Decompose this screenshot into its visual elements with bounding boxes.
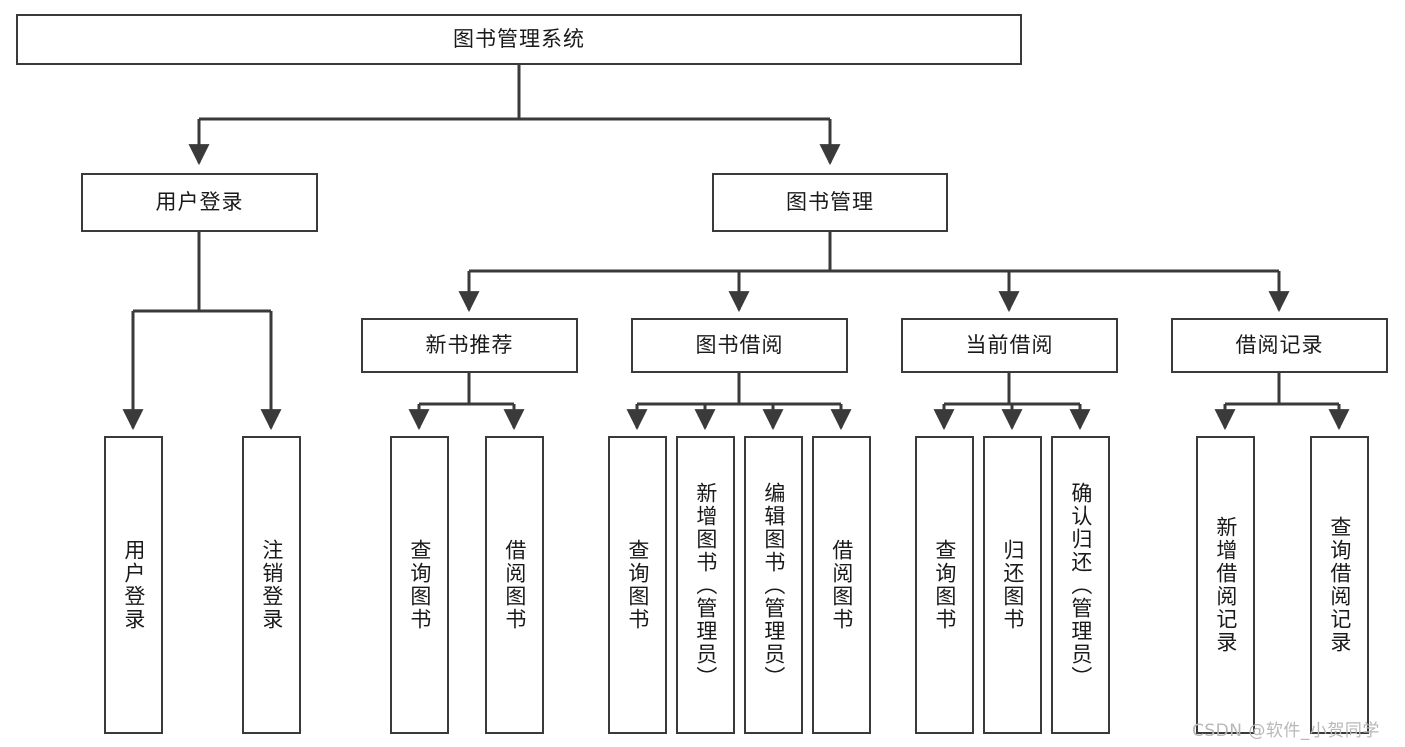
leaf-query-book-2[interactable]: 查询图书: [608, 436, 667, 734]
leaf-add-book-label: 新增图书（管理员）: [693, 481, 718, 689]
node-borrow-record[interactable]: 借阅记录: [1171, 318, 1388, 373]
leaf-borrow-book-2[interactable]: 借阅图书: [812, 436, 871, 734]
leaf-borrow-book-1[interactable]: 借阅图书: [485, 436, 544, 734]
leaf-query-book-1[interactable]: 查询图书: [390, 436, 449, 734]
node-book-borrow-label: 图书借阅: [695, 333, 784, 358]
node-current-borrow-label: 当前借阅: [965, 333, 1054, 358]
node-book-borrow[interactable]: 图书借阅: [631, 318, 848, 373]
node-book-management[interactable]: 图书管理: [712, 173, 948, 232]
node-current-borrow[interactable]: 当前借阅: [901, 318, 1118, 373]
node-new-book-recommend-label: 新书推荐: [425, 333, 514, 358]
leaf-borrow-book-1-label: 借阅图书: [502, 539, 527, 631]
leaf-query-book-1-label: 查询图书: [407, 539, 432, 631]
leaf-return-book-label: 归还图书: [1000, 539, 1025, 631]
leaf-query-book-3-label: 查询图书: [932, 539, 957, 631]
leaf-edit-book[interactable]: 编辑图书（管理员）: [744, 436, 803, 734]
node-user-login-label: 用户登录: [155, 190, 244, 215]
leaf-borrow-book-2-label: 借阅图书: [829, 539, 854, 631]
leaf-query-book-3[interactable]: 查询图书: [915, 436, 974, 734]
leaf-user-login-label: 用户登录: [121, 539, 146, 631]
node-book-management-label: 图书管理: [786, 190, 874, 215]
leaf-query-book-2-label: 查询图书: [625, 539, 650, 631]
leaf-user-logout-label: 注销登录: [259, 539, 284, 631]
leaf-query-record[interactable]: 查询借阅记录: [1310, 436, 1369, 734]
node-root[interactable]: 图书管理系统: [16, 14, 1022, 65]
node-user-login[interactable]: 用户登录: [81, 173, 318, 232]
leaf-return-book[interactable]: 归还图书: [983, 436, 1042, 734]
leaf-confirm-return-label: 确认归还（管理员）: [1068, 481, 1093, 689]
leaf-edit-book-label: 编辑图书（管理员）: [761, 481, 786, 689]
leaf-user-logout[interactable]: 注销登录: [242, 436, 301, 734]
leaf-user-login[interactable]: 用户登录: [104, 436, 163, 734]
leaf-add-record-label: 新增借阅记录: [1213, 516, 1238, 654]
leaf-add-record[interactable]: 新增借阅记录: [1196, 436, 1255, 734]
node-new-book-recommend[interactable]: 新书推荐: [361, 318, 578, 373]
node-borrow-record-label: 借阅记录: [1235, 333, 1324, 358]
leaf-query-record-label: 查询借阅记录: [1327, 516, 1352, 654]
leaf-confirm-return[interactable]: 确认归还（管理员）: [1051, 436, 1110, 734]
leaf-add-book[interactable]: 新增图书（管理员）: [676, 436, 735, 734]
node-root-label: 图书管理系统: [453, 27, 585, 52]
